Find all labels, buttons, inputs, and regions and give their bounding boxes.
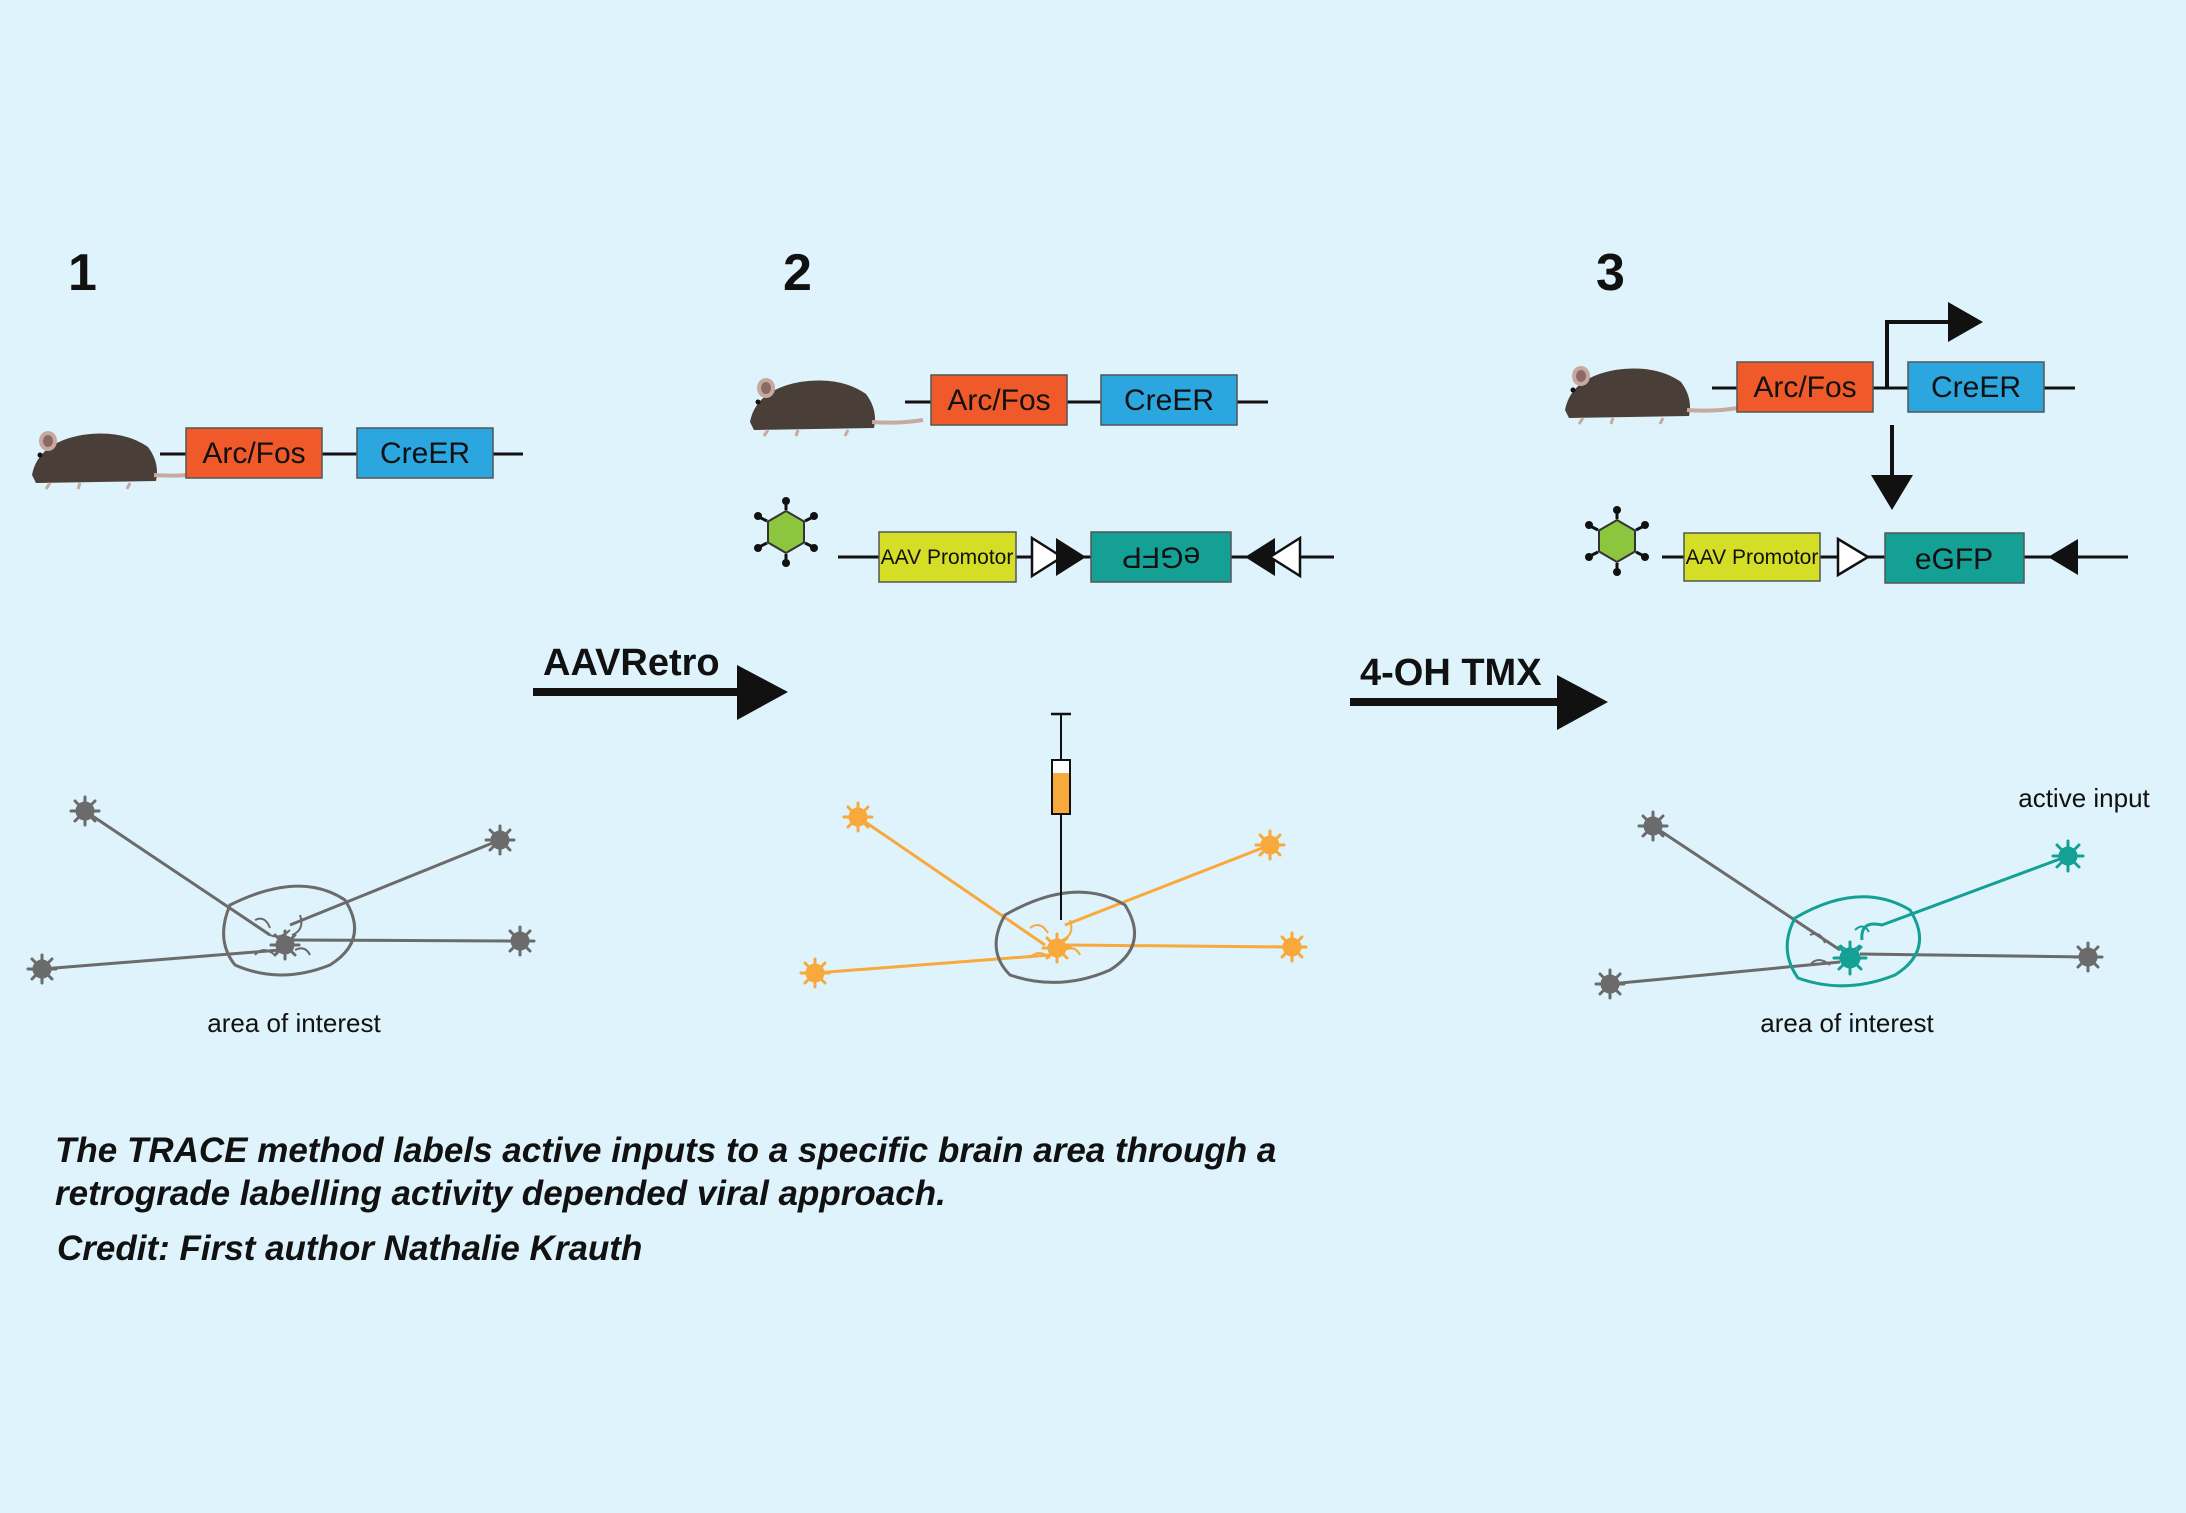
lox-site-filled xyxy=(1245,538,1275,576)
caption-line-2: retrograde labelling activity depended v… xyxy=(55,1174,946,1213)
caption-line-1: The TRACE method labels active inputs to… xyxy=(55,1131,1276,1170)
arc-fos-box xyxy=(1736,361,1874,413)
active-input-label: active input xyxy=(2018,783,2150,813)
transcription-arrow xyxy=(1885,320,1950,388)
lox-site-filled xyxy=(2048,539,2078,575)
neuron-soma xyxy=(1254,829,1286,861)
egfp-box xyxy=(1884,532,2025,584)
egfp-box-inverted xyxy=(1090,531,1232,583)
lox-site-open xyxy=(1836,536,1871,578)
syringe-icon xyxy=(1051,712,1071,920)
mouse-icon xyxy=(748,376,925,438)
lox-site-open xyxy=(1267,535,1302,579)
creer-label: CreER xyxy=(1124,384,1214,417)
arc-fos-label: Arc/Fos xyxy=(947,384,1050,417)
caption: The TRACE method labels active inputs to… xyxy=(55,1131,1276,1268)
neuron-soma xyxy=(842,801,874,833)
neuron-soma xyxy=(1276,931,1308,963)
step-3-neuron-diagram: active input area of interest xyxy=(1594,783,2151,1038)
neuron-soma xyxy=(484,824,516,856)
area-of-interest-label: area of interest xyxy=(1760,1008,1934,1038)
egfp-label-inverted: eGFP xyxy=(1122,541,1200,574)
area-of-interest-outline xyxy=(222,884,357,977)
active-input-neuron xyxy=(2051,839,2085,873)
arc-fos-label: Arc/Fos xyxy=(202,437,305,470)
neuron-soma xyxy=(2072,941,2104,973)
neuron-soma xyxy=(1594,968,1626,1000)
aavretro-arrow: AAVRetro xyxy=(533,642,788,720)
area-of-interest-outline xyxy=(994,890,1137,984)
aav-promotor-label: AAV Promotor xyxy=(1686,546,1819,569)
step-number-2: 2 xyxy=(783,244,812,302)
neuron-soma xyxy=(504,925,536,957)
egfp-label: eGFP xyxy=(1915,543,1993,576)
step-number-1: 1 xyxy=(68,244,97,302)
step-1-neuron-diagram: area of interest xyxy=(26,795,536,1038)
virus-icon xyxy=(752,495,820,569)
neuron-soma xyxy=(269,929,301,961)
step-2-virus-construct: AAV Promotor eGFP xyxy=(752,495,1334,583)
arc-fos-box xyxy=(930,374,1068,426)
aav-promotor-label: AAV Promotor xyxy=(881,546,1014,569)
area-of-interest-label: area of interest xyxy=(207,1008,381,1038)
creer-box xyxy=(1907,361,2045,413)
step-2-neuron-diagram xyxy=(799,712,1308,989)
tmx-label: 4-OH TMX xyxy=(1360,652,1542,694)
recombination-arrow xyxy=(1871,475,1913,510)
virus-icon xyxy=(1583,504,1651,578)
creer-box xyxy=(356,427,494,479)
arc-fos-box xyxy=(185,427,323,479)
area-of-interest-outline xyxy=(1785,895,1922,988)
active-input-axon xyxy=(1860,854,2069,941)
caption-credit: Credit: First author Nathalie Krauth xyxy=(57,1229,642,1268)
step-1-mouse-construct: Arc/Fos CreER xyxy=(30,427,523,491)
aav-promotor-box xyxy=(878,531,1017,583)
lox-site-open xyxy=(1030,535,1065,579)
step-number-3: 3 xyxy=(1596,244,1625,302)
creer-box xyxy=(1100,374,1238,426)
aav-promotor-box xyxy=(1683,532,1821,582)
neuron-soma xyxy=(69,795,101,827)
neuron-soma xyxy=(1637,810,1669,842)
step-3-virus-construct: AAV Promotor eGFP xyxy=(1583,504,2128,584)
creer-label: CreER xyxy=(380,437,470,470)
step-3-mouse-construct: Arc/Fos CreER xyxy=(1563,302,2075,510)
step-2-mouse-construct: Arc/Fos CreER xyxy=(748,374,1268,438)
tmx-arrow: 4-OH TMX xyxy=(1350,652,1608,730)
mouse-icon xyxy=(1563,364,1740,426)
aavretro-label: AAVRetro xyxy=(543,642,720,684)
neuron-soma xyxy=(799,957,831,989)
lox-site-filled xyxy=(1056,538,1086,576)
mouse-icon xyxy=(30,429,207,491)
arc-fos-label: Arc/Fos xyxy=(1753,371,1856,404)
neuron-soma xyxy=(26,953,58,985)
neuron-soma xyxy=(1832,940,1868,976)
neuron-soma xyxy=(1041,932,1073,964)
creer-label: CreER xyxy=(1931,371,2021,404)
